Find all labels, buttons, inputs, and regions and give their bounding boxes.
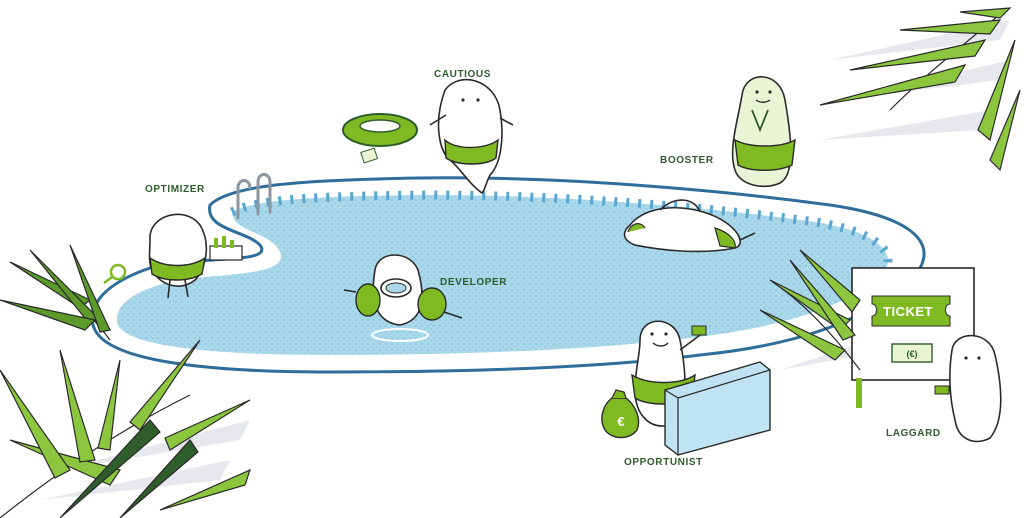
pool-ladder	[236, 173, 272, 220]
label-booster: BOOSTER	[660, 155, 714, 166]
laggard-character	[934, 334, 1002, 443]
optimizer-character	[103, 213, 243, 299]
ticket-label: TICKET	[883, 304, 933, 319]
pool-tile-band	[229, 190, 893, 289]
swim-ring	[342, 113, 418, 164]
label-developer: DEVELOPER	[440, 277, 508, 288]
palm-leaves	[0, 7, 1021, 518]
money-bag-icon	[601, 389, 640, 439]
swimmer-character	[623, 199, 756, 253]
ticket-icon	[871, 295, 951, 327]
money-bag-symbol: €	[617, 414, 624, 429]
banknote-label: (€)	[907, 349, 918, 359]
banknote-icon	[891, 343, 933, 363]
label-laggard: LAGGARD	[886, 428, 941, 439]
developer-character	[343, 254, 463, 342]
label-opportunist: OPPORTUNIST	[624, 457, 703, 468]
counter-block	[664, 361, 771, 456]
cautious-character	[429, 78, 514, 195]
booster-character	[731, 76, 796, 187]
label-optimizer: OPTIMIZER	[145, 184, 205, 195]
label-cautious: CAUTIOUS	[434, 69, 492, 80]
